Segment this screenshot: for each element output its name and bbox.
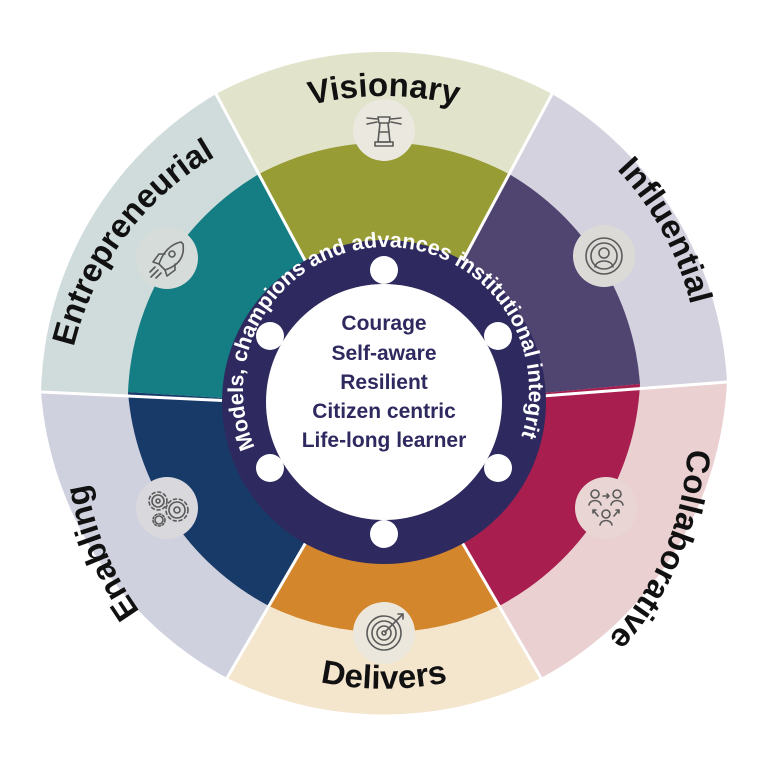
rocket-icon xyxy=(149,241,185,279)
center-value-life-long-learner: Life-long learner xyxy=(302,429,467,452)
lighthouse-icon xyxy=(366,116,402,147)
icon-badge-influential xyxy=(573,225,635,287)
center-disc xyxy=(256,256,512,548)
center-value-citizen-centric: Citizen centric xyxy=(312,400,456,423)
center-value-self-aware: Self-aware xyxy=(331,342,436,365)
icon-badge-entrepreneurial xyxy=(136,227,198,289)
influence-icon xyxy=(585,237,623,275)
center-value-resilient: Resilient xyxy=(340,371,428,394)
label-delivers: Delivers xyxy=(319,653,449,696)
target-icon xyxy=(366,613,404,651)
center-values: Courage Self-aware Resilient Citizen cen… xyxy=(302,312,467,452)
collaboration-icon xyxy=(588,489,624,526)
icon-badge-visionary xyxy=(353,99,415,161)
icon-badge-collaborative xyxy=(575,477,637,539)
icon-badge-delivers xyxy=(353,602,415,664)
center-value-courage: Courage xyxy=(341,312,426,335)
gears-icon xyxy=(148,491,189,527)
icon-badge-enabling xyxy=(136,477,198,539)
